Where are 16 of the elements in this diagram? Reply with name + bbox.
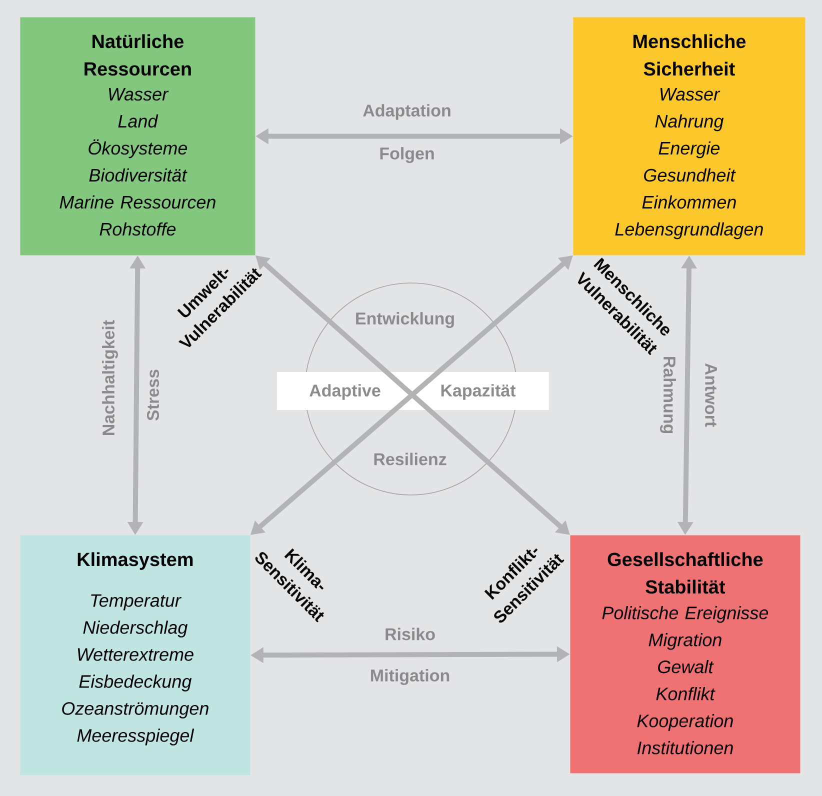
category-box: Menschliche Sicherheit Wasser Nahrung Energie Gesundheit Einkommen Lebensgrundlagen [573, 17, 806, 256]
arrow-text: Stress [146, 370, 160, 420]
band-label: Adaptive [310, 384, 380, 400]
arrow-text: Mitigation [371, 669, 450, 685]
edge-label: Risiko [386, 628, 435, 640]
edge-label: Nachhaltigkeit [102, 320, 118, 435]
circle-label: Entwicklung [356, 312, 454, 328]
category-box: Klimasystem Temperatur Niederschlag Wetterextreme Eisbedeckung Ozeanströmungen Meeresspiegel [20, 535, 250, 776]
arrow-text: Folgen [380, 147, 434, 163]
category-box: Natürliche Ressourcen Wasser Land Ökosysteme Biodiversität Marine Ressourcen Rohstoffe [20, 17, 256, 256]
category-box: Gesellschaftliche Stabilität Politische Ereignisse Migration Gewalt Konflikt Kooperation Institutionen [570, 535, 800, 774]
circle-label: Resilienz [374, 452, 446, 466]
edge-label: Rahmung [660, 356, 676, 434]
arrow-text: Antwort [705, 363, 717, 427]
band-label: Kapazität [441, 384, 516, 400]
edge-label: Adaptation [363, 104, 450, 120]
